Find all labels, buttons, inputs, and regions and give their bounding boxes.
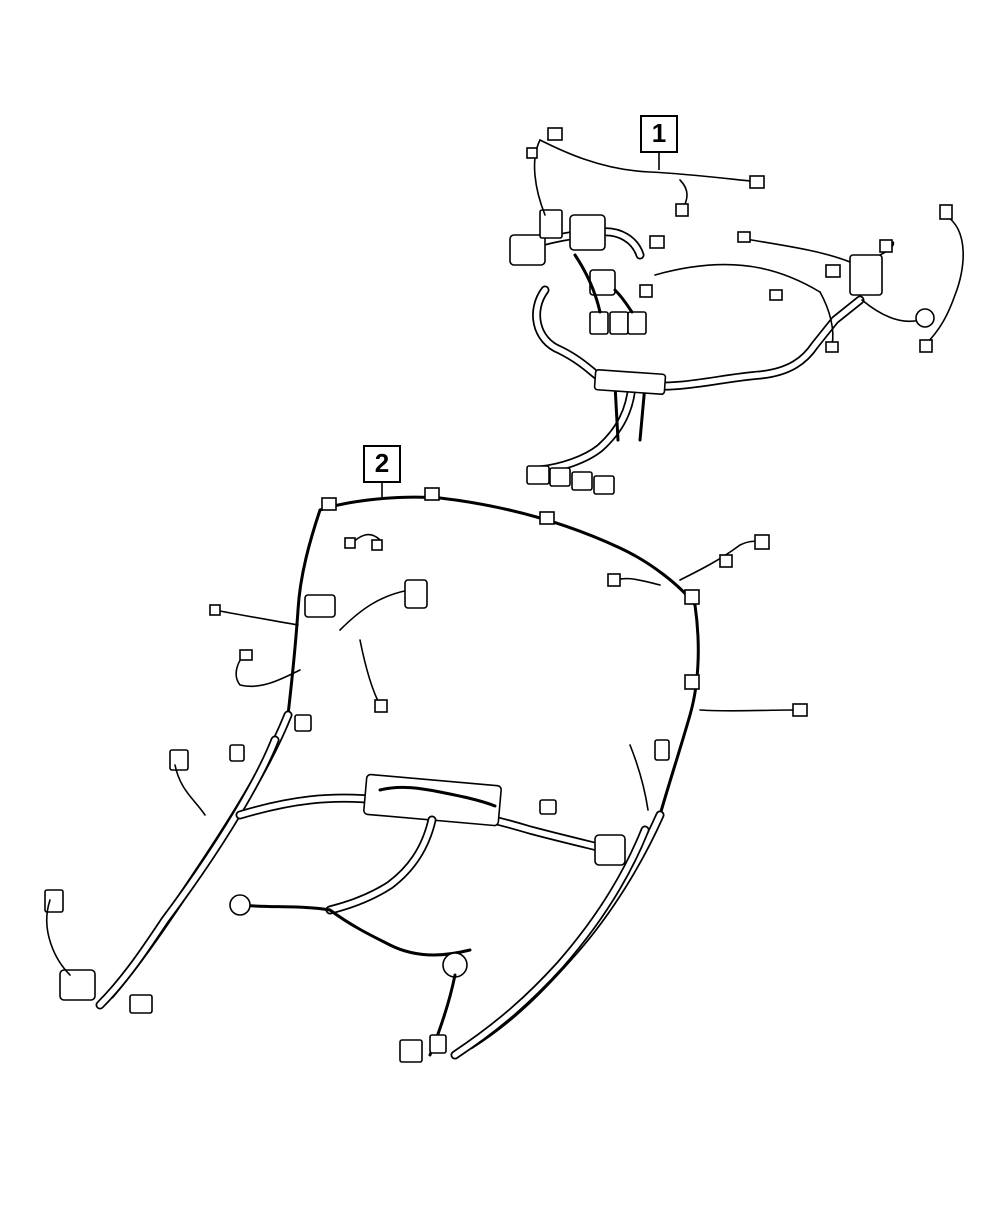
harness-2	[44, 481, 808, 1063]
callout-1[interactable]: 1	[640, 115, 678, 153]
callout-2[interactable]: 2	[363, 445, 401, 483]
harness-1	[509, 127, 964, 495]
